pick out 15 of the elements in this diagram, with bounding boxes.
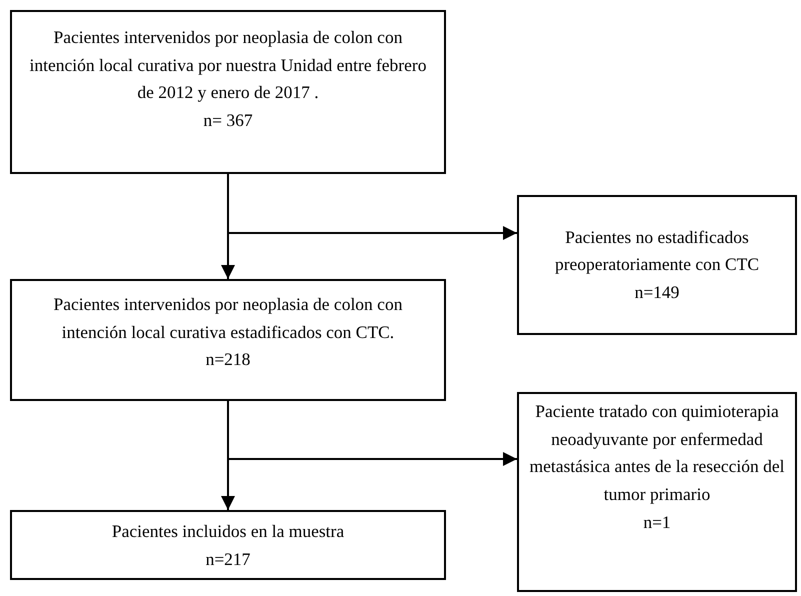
process-box <box>517 195 797 335</box>
process-box <box>10 510 446 580</box>
arrow <box>227 174 517 240</box>
patient-count: n= 367 <box>203 108 253 132</box>
patient-count: n=217 <box>206 548 250 571</box>
box-description: Pacientes intervenidos por neoplasia de colon con intención local curativa estadificados con CTC. <box>52 293 404 344</box>
process-box <box>10 279 446 401</box>
arrow <box>227 401 517 466</box>
box-description: Pacientes incluidos en la muestra <box>112 520 344 543</box>
patient-count: n=149 <box>634 280 680 304</box>
patient-count: n=1 <box>643 510 671 534</box>
patient-count: n=218 <box>206 348 250 372</box>
process-box <box>517 392 797 592</box>
process-box <box>10 10 446 174</box>
box-description: Pacientes intervenidos por neoplasia de colon con intención local curativa por nuestra Unidad entre febrero de 2012 y enero de 2017 . <box>28 26 428 104</box>
